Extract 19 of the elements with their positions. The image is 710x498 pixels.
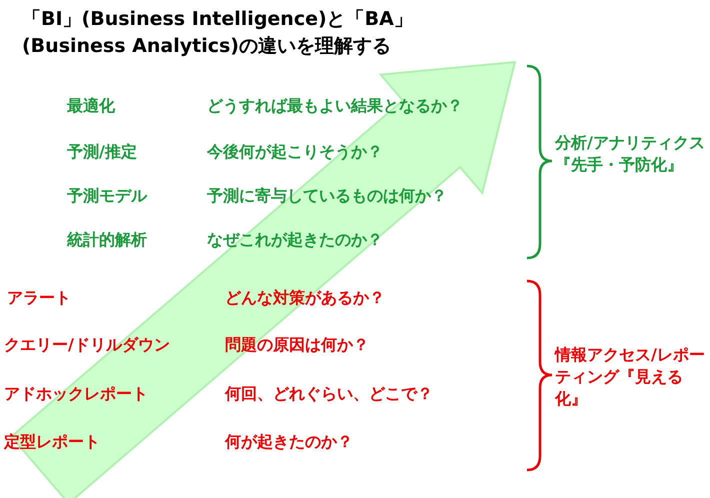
question-text: なぜこれが起きたのか？ (207, 230, 383, 250)
question-text: 何回、どれぐらい、どこで？ (225, 384, 433, 404)
title: 「BI」(Business Intelligence)と「BA」(Business Analytics)の違いを理解する (22, 7, 414, 59)
term-label: 最適化 (67, 96, 115, 116)
question-text: 今後何が起こりそうか？ (207, 142, 383, 162)
question-text: 何が起きたのか？ (225, 432, 353, 452)
term-label: 予測モデル (67, 186, 147, 206)
question-text: 問題の原因は何か？ (225, 335, 369, 355)
group-label: 分析/アナリティクス『先手・予防化』 (555, 132, 705, 176)
term-label: アラート (7, 288, 71, 308)
term-label: 予測/推定 (67, 142, 137, 162)
term-label: アドホックレポート (4, 384, 148, 404)
question-text: 予測に寄与しているものは何か？ (207, 186, 447, 206)
group-label: 情報アクセス/レポーティング『見える化』 (555, 344, 705, 410)
term-label: クエリー/ドリルダウン (4, 335, 170, 355)
term-label: 定型レポート (4, 432, 100, 452)
question-text: どうすれば最もよい結果となるか？ (207, 96, 463, 116)
term-label: 統計的解析 (67, 230, 147, 250)
question-text: どんな対策があるか？ (225, 288, 385, 308)
